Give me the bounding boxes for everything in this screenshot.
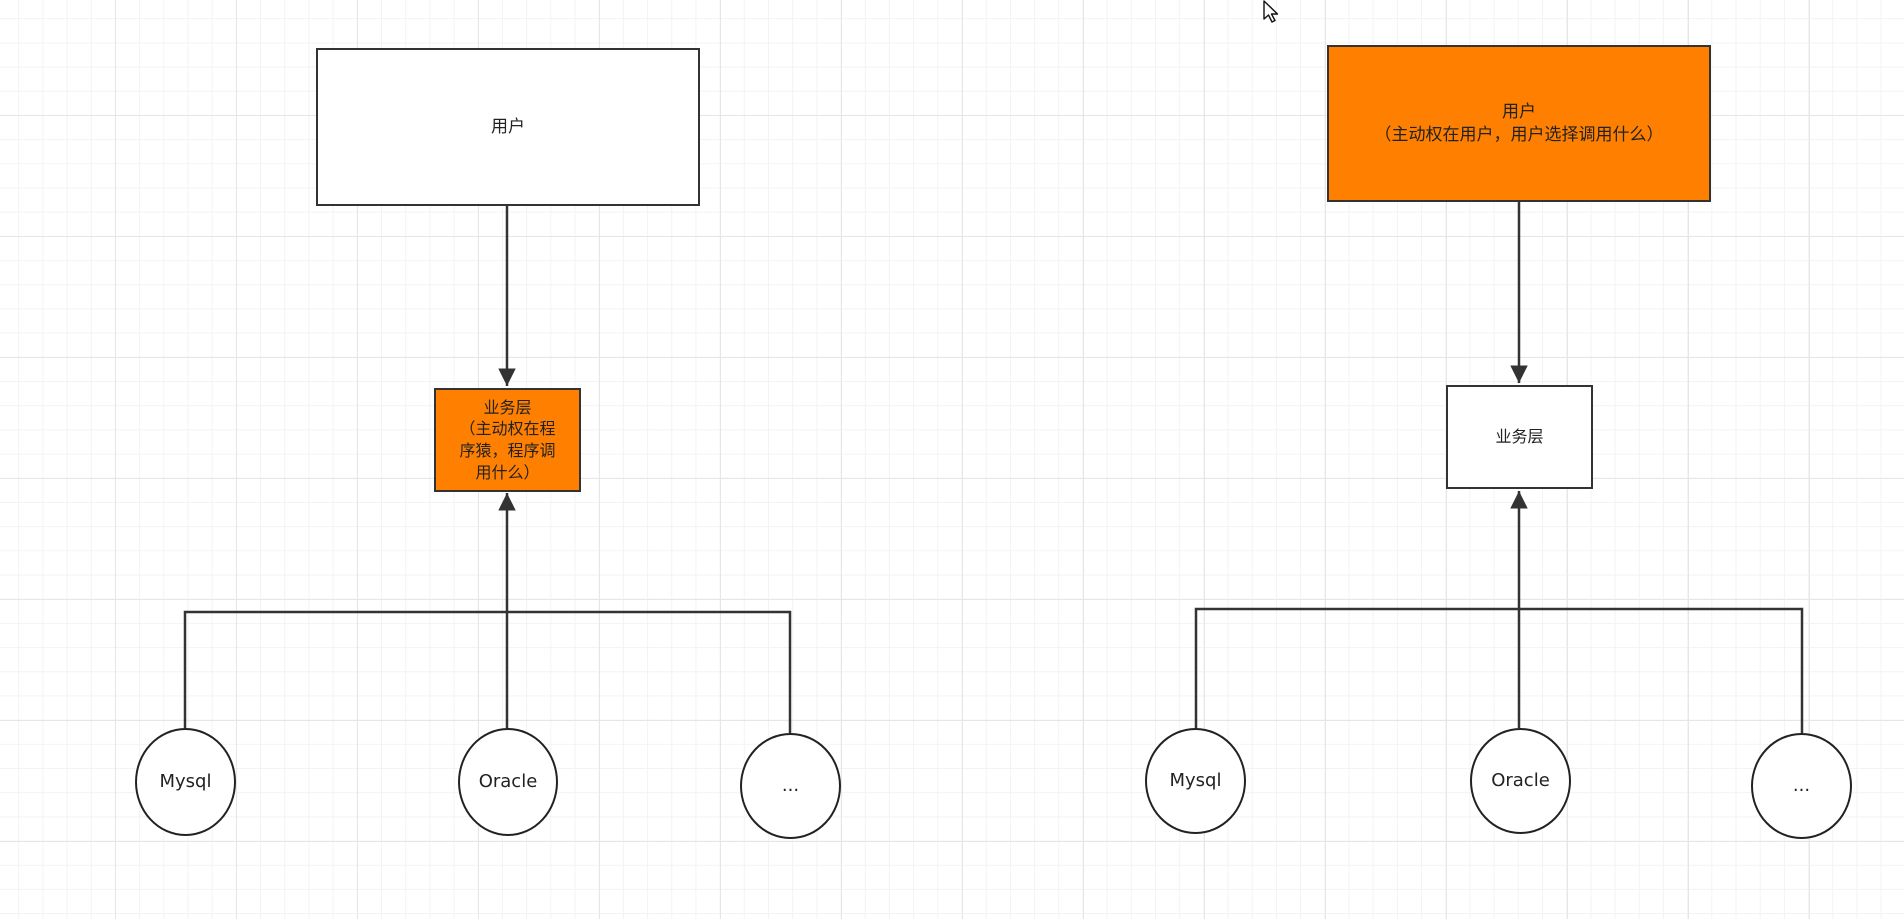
right-db-other-label: ... — [1792, 774, 1811, 796]
right-user-label: 用户 （主动权在用户，用户选择调用什么） — [1374, 101, 1664, 145]
left-user-box[interactable]: 用户 — [316, 48, 700, 206]
right-user-box[interactable]: 用户 （主动权在用户，用户选择调用什么） — [1327, 45, 1711, 202]
left-service-label: 业务层 （主动权在程 序猿，程序调 用什么） — [459, 397, 556, 482]
right-service-label: 业务层 — [1495, 427, 1544, 447]
right-db-oracle-label: Oracle — [1491, 769, 1550, 791]
left-db-mysql-label: Mysql — [159, 770, 212, 792]
right-db-oracle[interactable]: Oracle — [1470, 728, 1571, 834]
left-db-other-label: ... — [781, 774, 800, 796]
left-db-mysql[interactable]: Mysql — [135, 728, 236, 836]
left-user-label: 用户 — [491, 116, 525, 137]
right-db-mysql[interactable]: Mysql — [1145, 728, 1246, 834]
left-db-bus — [183, 610, 792, 733]
mouse-pointer-icon — [1263, 0, 1279, 23]
left-db-oracle[interactable]: Oracle — [458, 728, 558, 836]
left-db-oracle-label: Oracle — [478, 770, 538, 792]
right-service-box[interactable]: 业务层 — [1446, 385, 1593, 489]
right-db-mysql-label: Mysql — [1169, 769, 1222, 791]
left-service-box[interactable]: 业务层 （主动权在程 序猿，程序调 用什么） — [434, 388, 581, 492]
left-db-other[interactable]: ... — [740, 733, 841, 839]
right-db-bus — [1194, 607, 1804, 733]
right-db-other[interactable]: ... — [1751, 733, 1852, 839]
